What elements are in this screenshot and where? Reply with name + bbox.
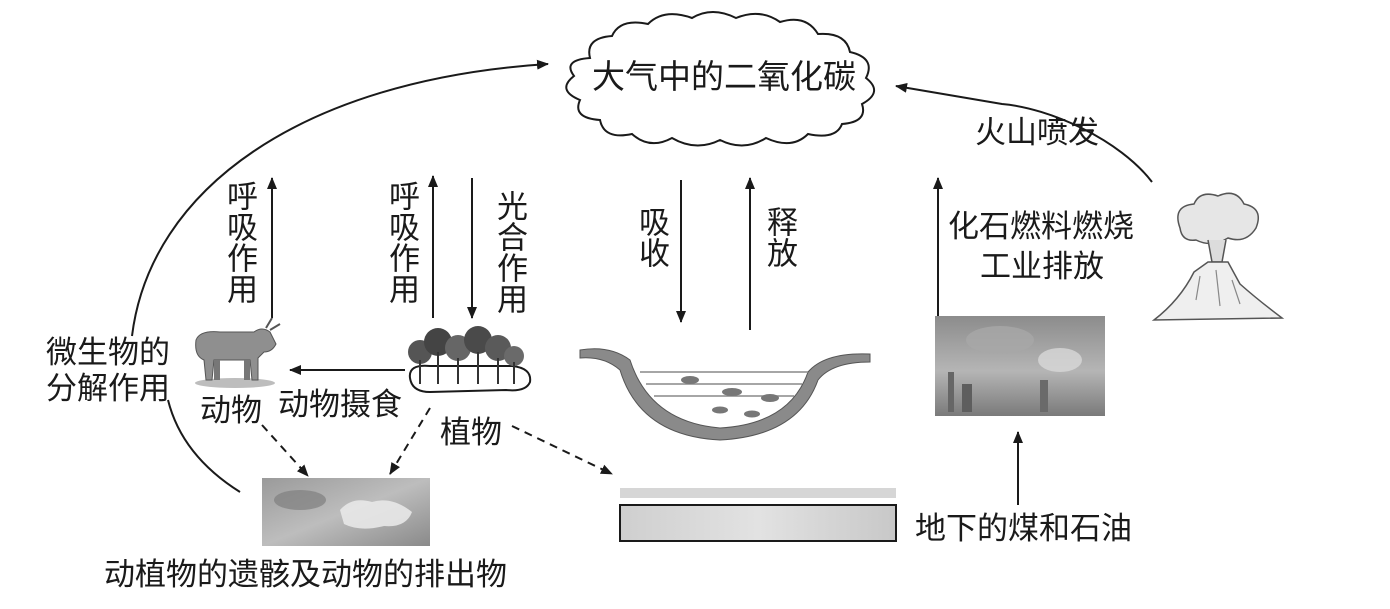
cow-icon [195,318,280,388]
plant-label: 植物 [440,414,502,452]
release-label: 释放 [762,206,796,268]
underground-layer-icon [620,488,896,541]
decomposition-label-line2: 分解作用 [46,370,170,408]
animal-label: 动物 [200,392,262,430]
animal-feeding-label: 动物摄食 [278,386,402,424]
plant-respiration-label: 呼吸作用 [384,180,418,304]
decomposition-label-line1: 微生物的 [46,334,170,372]
remains-photo-icon [262,478,430,546]
water-body-icon [580,349,870,440]
remains-label: 动植物的遗骸及动物的排出物 [104,556,507,594]
trees-icon [408,326,530,392]
atmosphere-co2-label: 大气中的二氧化碳 [592,58,856,96]
photosynthesis-label: 光合作用 [492,190,526,314]
factory-photo-icon [935,316,1105,416]
animal-to-remains-arrow [262,425,308,476]
decomposition-arrow [132,64,548,336]
absorb-label: 吸收 [634,206,668,268]
animal-respiration-label: 呼吸作用 [222,180,256,304]
fossil-fuel-label-line1: 化石燃料燃烧 [948,208,1134,246]
volcano-eruption-label: 火山喷发 [975,114,1099,152]
volcano-icon [1154,193,1282,320]
fossil-fuel-label-line2: 工业排放 [980,248,1104,286]
plant-to-underground-arrow [512,426,612,474]
coal-oil-label: 地下的煤和石油 [915,510,1132,548]
